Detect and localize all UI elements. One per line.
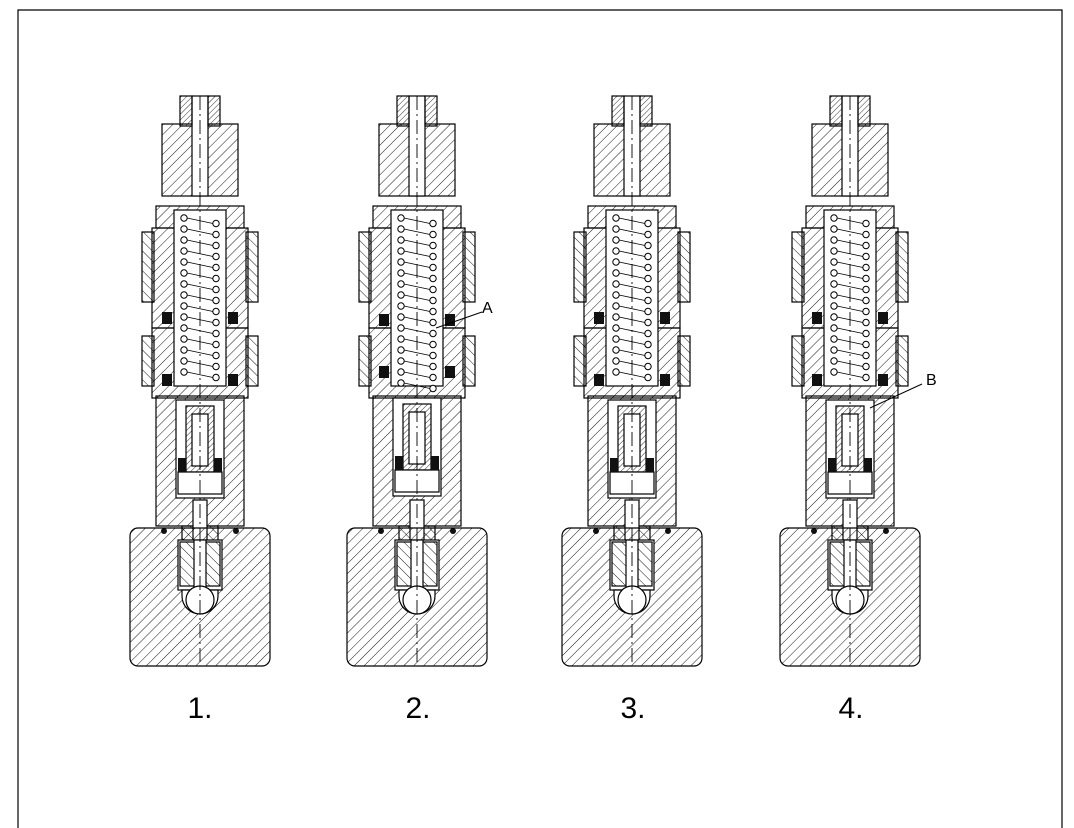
o-ring-left	[812, 374, 822, 386]
stem-right	[857, 95, 871, 127]
stem-left	[396, 95, 410, 127]
o-ring-left	[379, 314, 389, 326]
o-ring-left	[594, 312, 604, 324]
o-ring-left	[162, 312, 172, 324]
right-wing	[677, 231, 691, 303]
frame-border	[17, 9, 1063, 828]
left-wing-lower	[358, 335, 372, 387]
spring	[612, 214, 652, 382]
stem-left	[829, 95, 843, 127]
stage-label-3: 3.	[620, 692, 646, 725]
o-ring-right	[660, 312, 670, 324]
right-wing-lower	[895, 335, 909, 387]
right-wing	[245, 231, 259, 303]
o-ring-left	[812, 312, 822, 324]
o-ring-right	[228, 312, 238, 324]
right-wing	[462, 231, 476, 303]
right-wing-lower	[677, 335, 691, 387]
callout-label-b: B	[926, 372, 937, 389]
valve-section-4	[779, 95, 921, 667]
o-ring-right	[445, 314, 455, 326]
left-wing	[791, 231, 805, 303]
o-ring-right	[878, 374, 888, 386]
left-wing	[141, 231, 155, 303]
stem-right	[424, 95, 438, 127]
o-ring-left	[594, 374, 604, 386]
o-ring-right	[878, 312, 888, 324]
right-wing-lower	[245, 335, 259, 387]
stage-label-1: 1.	[187, 692, 213, 725]
stem-right	[639, 95, 653, 127]
o-ring-right	[660, 374, 670, 386]
stem-left	[179, 95, 193, 127]
stage-label-4: 4.	[838, 692, 864, 725]
o-ring-right	[228, 374, 238, 386]
callout-leader-b	[869, 383, 923, 409]
callout-label-a: A	[482, 300, 493, 317]
valve-section-2	[346, 95, 488, 667]
right-wing	[895, 231, 909, 303]
left-wing	[358, 231, 372, 303]
left-wing	[573, 231, 587, 303]
stem-right	[207, 95, 221, 127]
stage-label-2: 2.	[405, 692, 431, 725]
o-ring-left	[162, 374, 172, 386]
valve-section-1	[129, 95, 271, 667]
left-wing-lower	[573, 335, 587, 387]
right-wing-lower	[462, 335, 476, 387]
callout-leader-a	[435, 311, 483, 329]
valve-section-3	[561, 95, 703, 667]
stem-left	[611, 95, 625, 127]
left-wing-lower	[141, 335, 155, 387]
o-ring-right	[445, 366, 455, 378]
left-wing-lower	[791, 335, 805, 387]
o-ring-left	[379, 366, 389, 378]
